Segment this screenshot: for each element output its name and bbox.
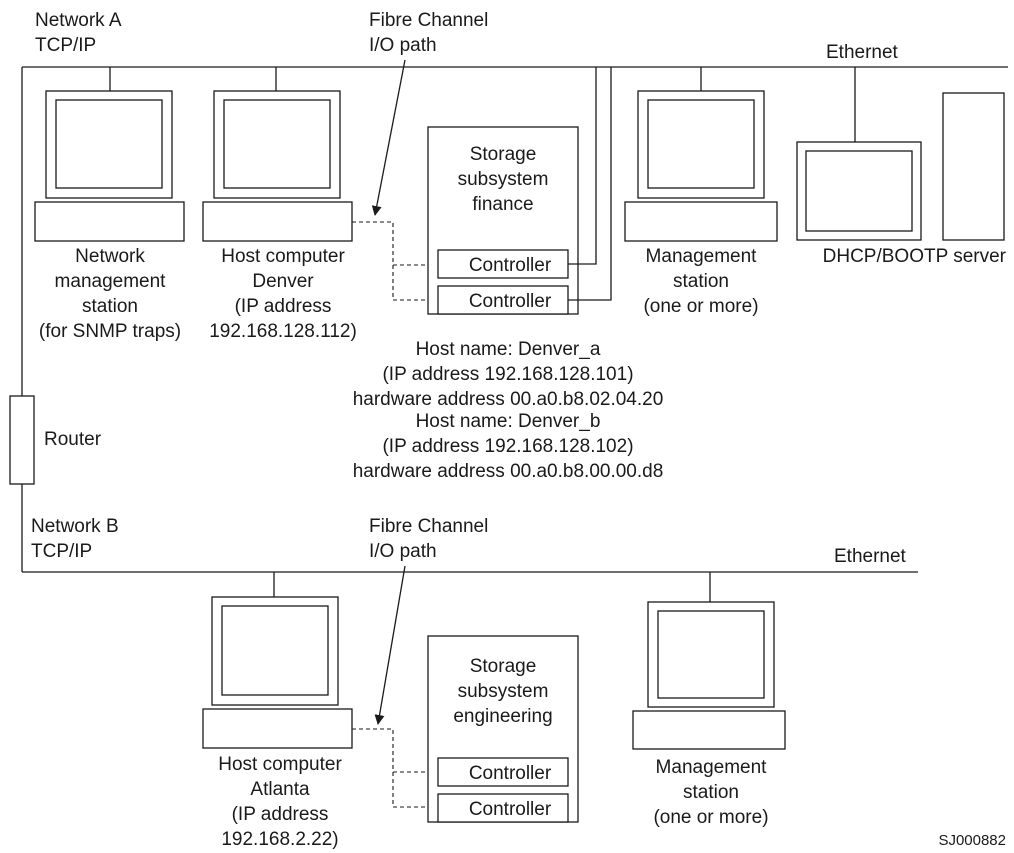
controller-eng-1	[437, 757, 569, 787]
host-detail-6: hardware address 00.a0.b8.00.00.d8	[353, 461, 664, 482]
storage-finance-label-3: finance	[472, 194, 533, 215]
mgmt-a-label-2: station	[673, 271, 729, 292]
dhcp-label: DHCP/BOOTP server	[823, 246, 1007, 267]
mgmt-b-label-3: (one or more)	[653, 807, 768, 828]
host-detail-5: (IP address 192.168.128.102)	[382, 436, 633, 457]
host-computer-denver: Host computer Denver (IP address 192.168…	[202, 67, 438, 342]
management-station-b: Management station (one or more)	[632, 572, 786, 828]
atlanta-label-3: (IP address	[232, 804, 329, 825]
fibre-channel-arrow-a	[371, 59, 406, 216]
network-management-station: Network management station (for SNMP tra…	[34, 67, 185, 342]
storage-subsystem-finance: Storage subsystem finance Controller Con…	[427, 67, 612, 315]
atlanta-label-4: 192.168.2.22)	[221, 829, 338, 850]
host-detail-3: hardware address 00.a0.b8.02.04.20	[353, 389, 664, 410]
ethernet-label-b: Ethernet	[834, 546, 907, 567]
server-tower-icon	[942, 92, 1005, 241]
atlanta-label-1: Host computer	[218, 754, 342, 775]
mgmt-a-label-1: Management	[646, 246, 758, 267]
nms-label-1: Network	[75, 246, 145, 267]
router: Router	[9, 67, 102, 572]
atlanta-label-2: Atlanta	[250, 779, 310, 800]
keyboard-icon	[34, 201, 185, 242]
dhcp-bootp-server: DHCP/BOOTP server	[796, 67, 1007, 267]
storage-eng-label-3: engineering	[453, 706, 552, 727]
mgmt-b-label-2: station	[683, 782, 739, 803]
fibre-channel-label-a: Fibre Channel	[369, 10, 488, 31]
storage-eng-label-2: subsystem	[458, 681, 549, 702]
denver-label-3: (IP address	[235, 296, 332, 317]
controller-finance-2-label: Controller	[469, 291, 552, 312]
controller-eng-2-label: Controller	[469, 799, 552, 820]
keyboard-icon	[202, 201, 353, 242]
controller-eng-2	[437, 793, 569, 823]
router-label: Router	[44, 429, 102, 450]
network-a-name: Network A	[35, 10, 122, 31]
controller-eng-1-label: Controller	[469, 763, 552, 784]
denver-label-2: Denver	[252, 271, 314, 292]
denver-label-1: Host computer	[221, 246, 345, 267]
storage-finance-label-1: Storage	[470, 144, 537, 165]
keyboard-icon	[202, 708, 353, 749]
network-b-protocol: TCP/IP	[31, 541, 92, 562]
network-a: Network A TCP/IP Ethernet Fibre Channel …	[22, 10, 1008, 482]
mgmt-a-label-3: (one or more)	[643, 296, 758, 317]
network-a-protocol: TCP/IP	[35, 35, 96, 56]
nms-label-4: (for SNMP traps)	[39, 321, 181, 342]
network-b-name: Network B	[31, 516, 119, 537]
host-detail-2: (IP address 192.168.128.101)	[382, 364, 633, 385]
figure-id: SJ000882	[938, 832, 1006, 849]
fibre-channel-label-b: Fibre Channel	[369, 516, 488, 537]
keyboard-icon	[624, 201, 778, 242]
nms-label-3: station	[82, 296, 138, 317]
storage-finance-label-2: subsystem	[458, 169, 549, 190]
router-icon	[9, 395, 35, 485]
controller-finance-1-label: Controller	[469, 255, 552, 276]
host-computer-atlanta: Host computer Atlanta (IP address 192.16…	[202, 572, 438, 850]
denver-label-4: 192.168.128.112)	[209, 321, 357, 342]
nms-label-2: management	[55, 271, 167, 292]
mgmt-b-label-1: Management	[656, 757, 768, 778]
host-detail-1: Host name: Denver_a	[416, 339, 601, 360]
controller-finance-1	[437, 249, 569, 279]
controller-finance-2	[437, 285, 569, 315]
host-details: Host name: Denver_a (IP address 192.168.…	[353, 339, 664, 482]
management-station-a: Management station (one or more)	[624, 67, 778, 317]
keyboard-icon	[632, 710, 786, 750]
io-path-label-a: I/O path	[369, 35, 437, 56]
storage-eng-label-1: Storage	[470, 656, 537, 677]
host-detail-4: Host name: Denver_b	[416, 411, 601, 432]
network-b: Network B TCP/IP Ethernet Fibre Channel …	[22, 516, 918, 850]
ethernet-label-a: Ethernet	[826, 42, 899, 63]
io-path-label-b: I/O path	[369, 541, 437, 562]
fibre-channel-arrow-b	[374, 565, 406, 725]
storage-subsystem-engineering: Storage subsystem engineering Controller…	[427, 635, 579, 823]
